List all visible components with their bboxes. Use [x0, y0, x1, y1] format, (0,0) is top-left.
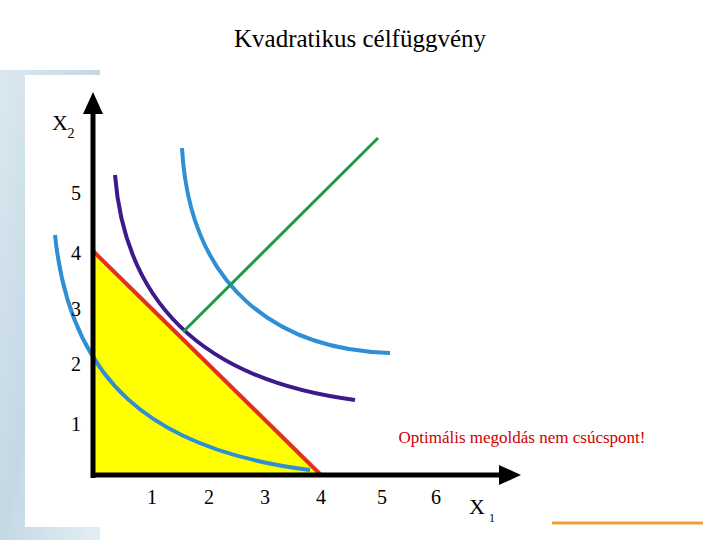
tick-label: 4: [316, 487, 326, 507]
axis-label: X: [469, 496, 485, 518]
x-axis: [91, 473, 505, 478]
tick-label: 3: [71, 299, 81, 319]
tick-label: 5: [377, 487, 387, 507]
y-axis: [91, 108, 96, 478]
tick-label: 1: [71, 414, 81, 434]
tick-label: 2: [204, 487, 214, 507]
constraint-line: [93, 251, 321, 475]
axis-subscript: 2: [68, 127, 75, 141]
decor-line: [552, 522, 703, 525]
level-curve: [182, 148, 390, 353]
axis-arrow: [499, 465, 521, 485]
tick-label: 3: [260, 487, 270, 507]
slide-title: Kvadratikus célfüggvény: [234, 26, 486, 51]
gradient-line: [183, 138, 378, 332]
axis-arrow: [83, 92, 103, 114]
tick-label: 4: [71, 243, 81, 263]
axis-subscript: 1: [489, 512, 495, 524]
tick-label: 6: [431, 487, 441, 507]
tick-label: 5: [71, 183, 81, 203]
axis-label: X: [52, 112, 68, 134]
tick-label: 1: [147, 487, 157, 507]
note-text: Optimális megoldás nem csúcspont!: [399, 429, 646, 446]
tick-label: 2: [71, 354, 81, 374]
chart-panel: [25, 75, 525, 527]
